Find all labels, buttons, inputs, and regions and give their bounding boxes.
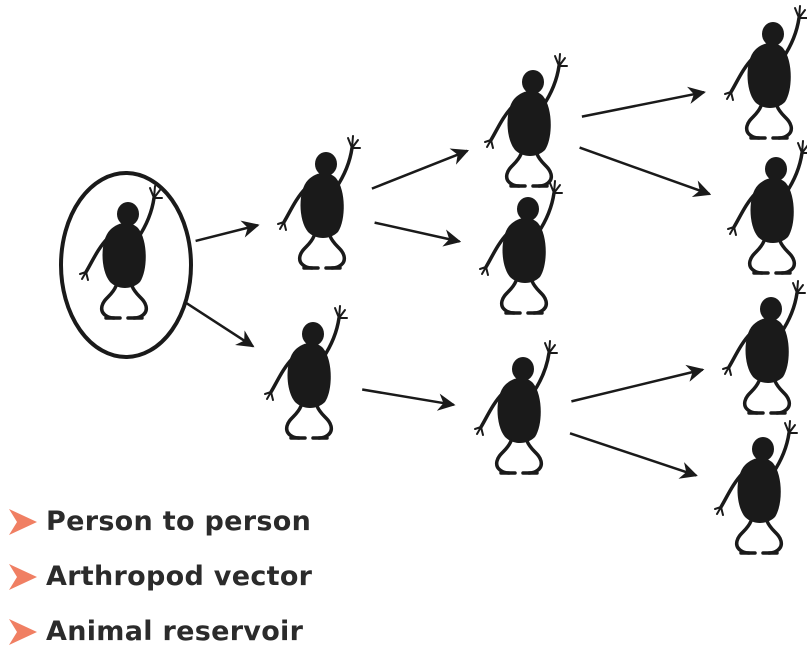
arrow-source-to-g1-a	[195, 220, 260, 243]
bullet-label: Arthropod vector	[46, 561, 313, 592]
arrow-g2-a-to-g3-b	[579, 146, 712, 198]
bullet-item-arthropod-vector: Arthropod vector	[6, 549, 312, 604]
arrow-g2-c-to-g3-c	[571, 364, 705, 403]
stick-figure-g3-b	[726, 139, 807, 275]
bullet-label: Animal reservoir	[46, 616, 304, 647]
stick-figure-g1-a	[276, 134, 362, 270]
stick-figure-g1-b	[263, 304, 349, 440]
stick-figure-g3-a	[723, 4, 807, 140]
stick-figure-g3-c	[721, 279, 807, 415]
stick-figure-g2-a	[483, 52, 569, 188]
bullet-item-animal-reservoir: Animal reservoir	[6, 604, 312, 659]
bullet-list: Person to person Arthropod vector Animal…	[6, 494, 312, 659]
arrow-g2-a-to-g3-a	[581, 86, 706, 118]
arrow-g1-a-to-g2-a	[371, 148, 470, 190]
arrow-g1-a-to-g2-b	[374, 221, 462, 247]
bullet-label: Person to person	[46, 506, 312, 537]
arrow-g1-b-to-g2-c	[361, 388, 456, 411]
arrowhead-bullet-icon	[9, 563, 37, 590]
arrowhead-bullet-icon	[9, 618, 37, 645]
stick-figure-source	[78, 184, 164, 320]
arrow-g2-c-to-g3-d	[569, 432, 698, 479]
arrow-source-to-g1-b	[184, 301, 255, 348]
stick-figure-g2-b	[478, 179, 564, 315]
stick-figure-g3-d	[713, 419, 799, 555]
source-highlight-ring	[59, 171, 193, 359]
stick-figure-g2-c	[473, 339, 559, 475]
arrowhead-bullet-icon	[9, 508, 37, 535]
bullet-item-person-to-person: Person to person	[6, 494, 312, 549]
